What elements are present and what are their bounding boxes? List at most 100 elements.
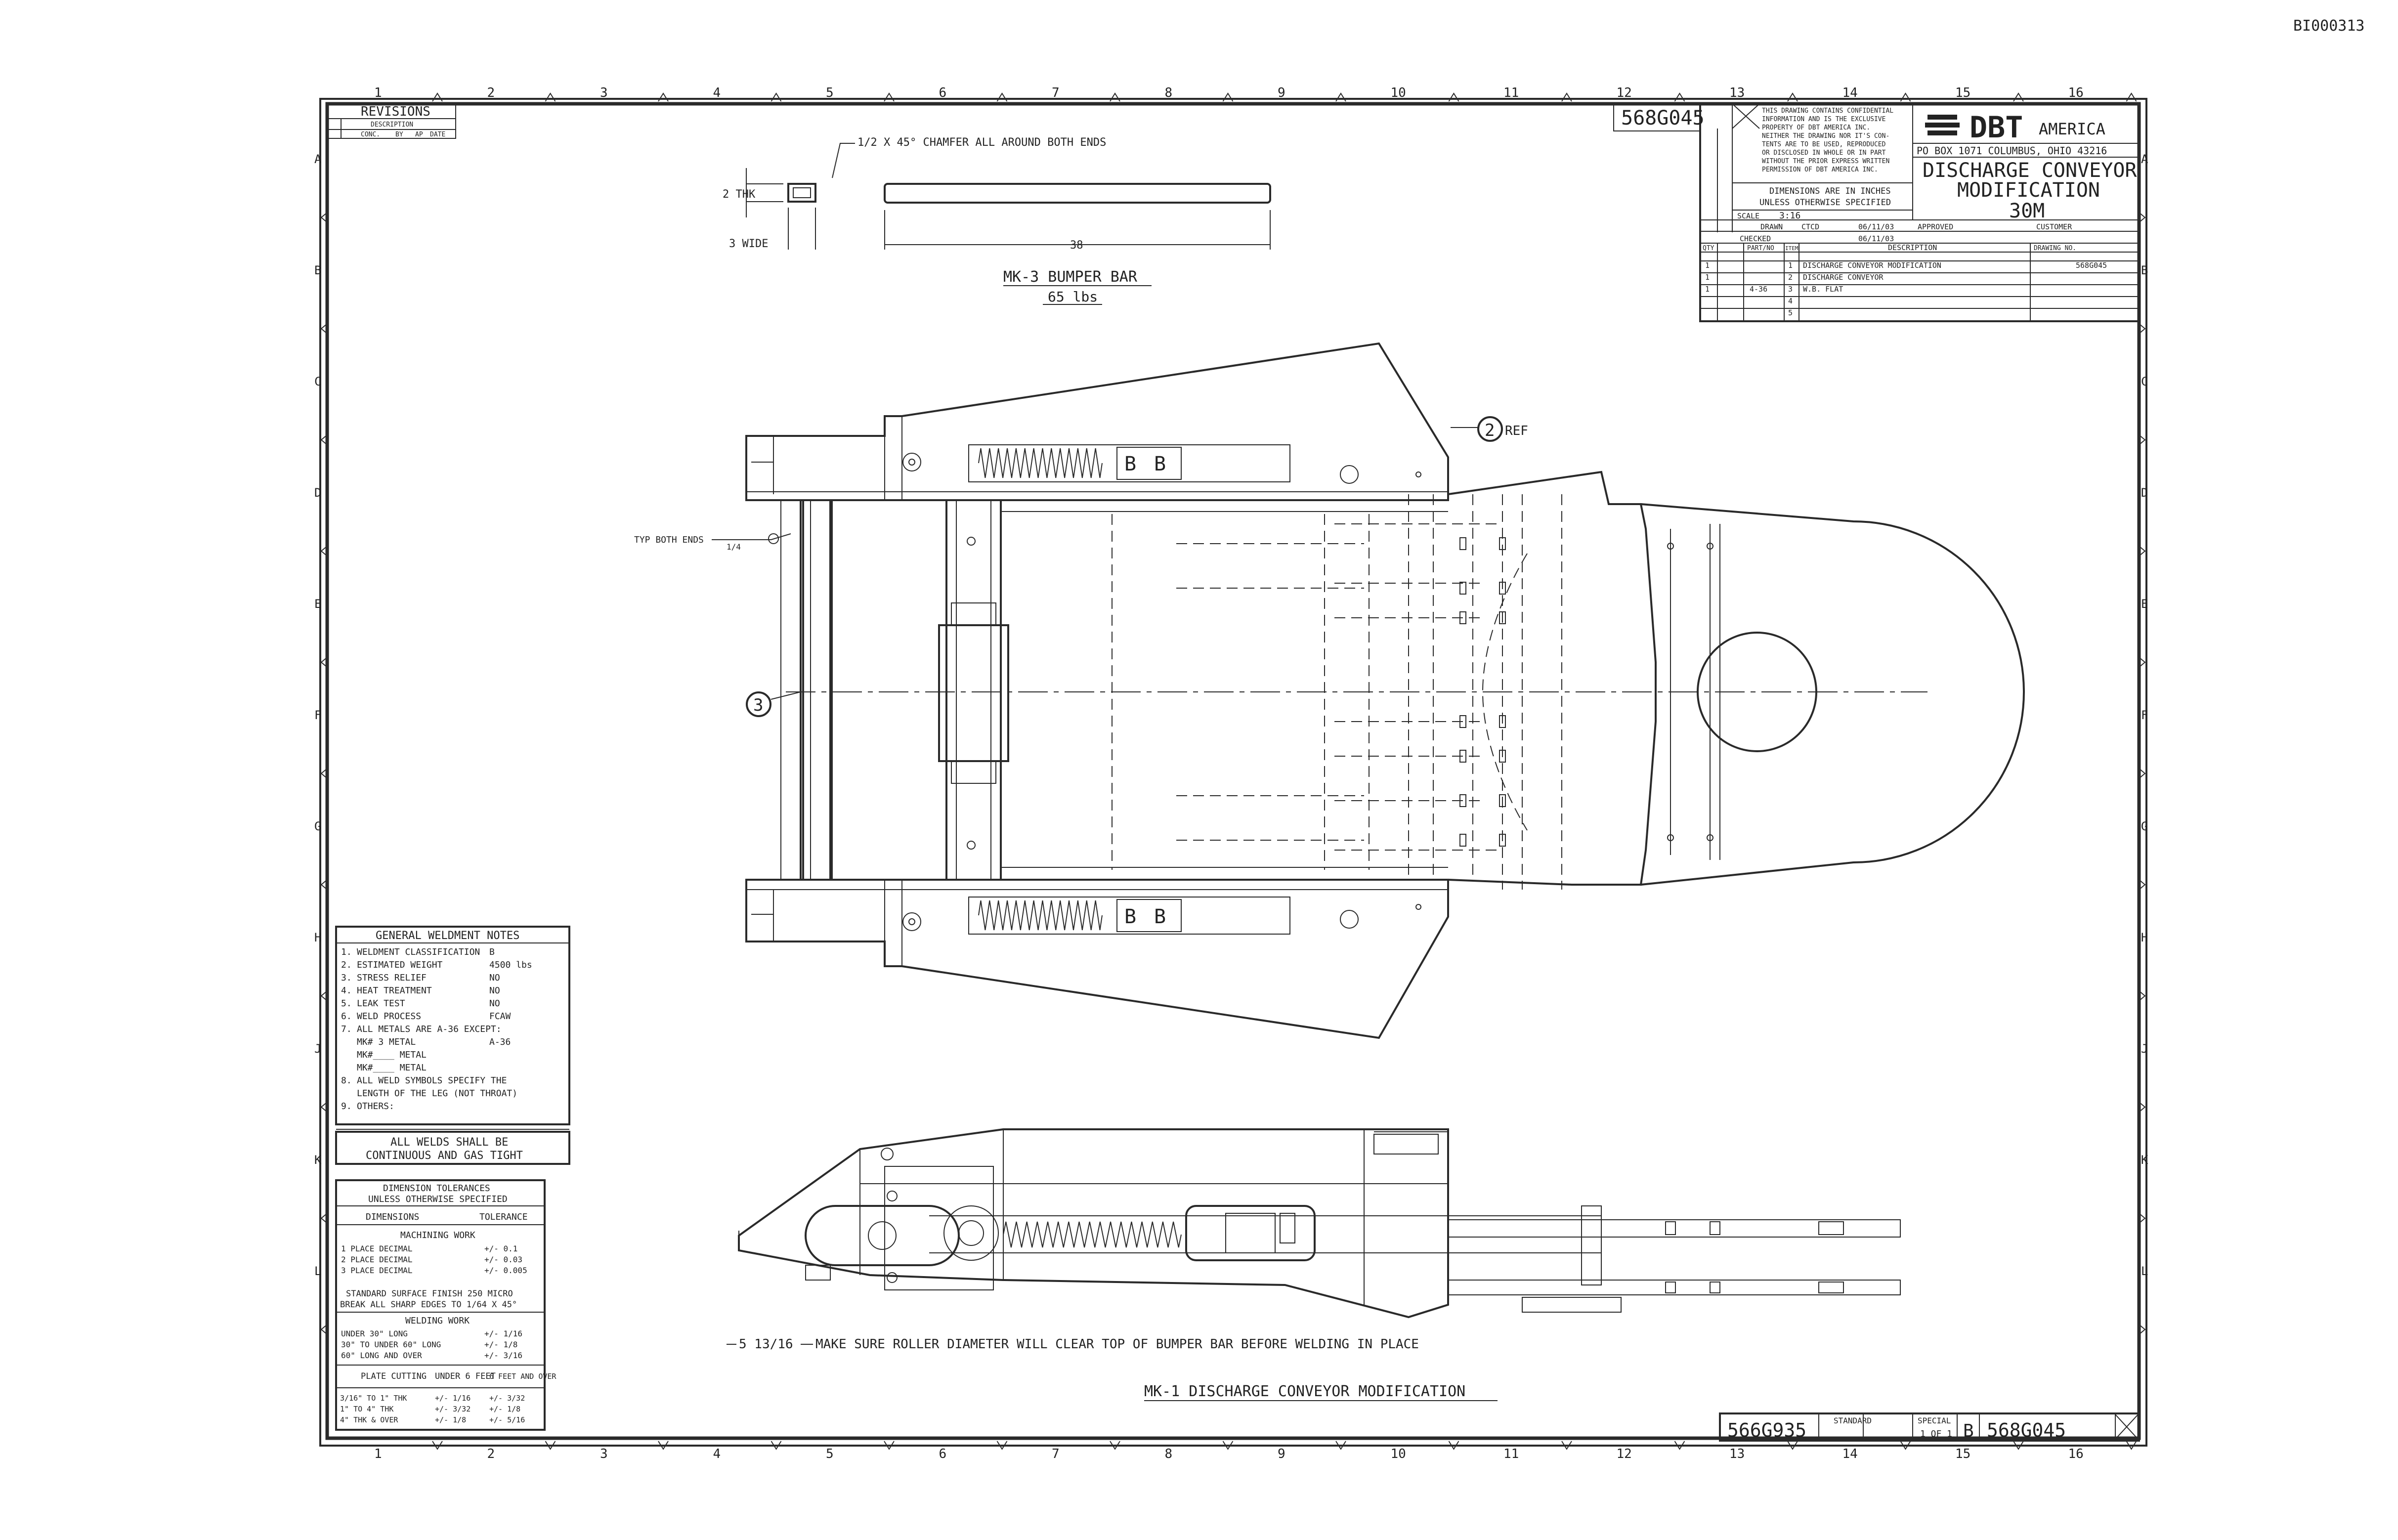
- bom-item: 1: [1788, 261, 1793, 270]
- zone-tick: [2013, 92, 2024, 102]
- bottom-sheet: 1 OF 1: [1920, 1429, 1952, 1439]
- bom-col-item: ITEM: [1785, 245, 1798, 252]
- weld-note-number: 9.: [341, 1101, 352, 1112]
- bom-item: 3: [1788, 285, 1793, 294]
- zone-col-label: 5: [826, 1447, 834, 1461]
- bottom-drawing-number: 568G045: [1987, 1419, 2066, 1441]
- zone-tick: [2139, 767, 2146, 780]
- weld-note-label: ALL METALS ARE A-36 EXCEPT:: [357, 1024, 502, 1034]
- spring-upper: [978, 448, 1103, 478]
- zone-row-label: D: [2141, 486, 2148, 500]
- zone-tick: [1110, 92, 1120, 102]
- bottom-standard: STANDARD: [1834, 1416, 1872, 1425]
- zone-col-label: 16: [2068, 1447, 2084, 1461]
- zone-tick: [1561, 92, 1572, 102]
- zone-tick: [1335, 92, 1346, 102]
- zone-tick: [320, 433, 328, 446]
- zone-col-label: 6: [939, 1447, 947, 1461]
- approved-label: APPROVED: [1918, 222, 1953, 231]
- weld-note-value: A-36: [489, 1037, 511, 1047]
- bottom-title-block: 566G935 STANDARD SPECIAL 1 OF 1 B 568G04…: [1719, 1412, 2140, 1442]
- zone-col-label: 11: [1503, 1447, 1519, 1461]
- bom-col-description: DESCRIPTION: [1888, 243, 1937, 252]
- tolerance-cell: +/- 0.1: [484, 1244, 517, 1253]
- zone-row-label: F: [314, 708, 321, 722]
- logo-text: DBT: [1970, 110, 2023, 145]
- document-id: BI000313: [2293, 17, 2365, 35]
- tolerance-col-tolerance: TOLERANCE: [479, 1212, 528, 1222]
- weld-note-number: 7.: [341, 1024, 352, 1034]
- zone-tick: [2139, 433, 2146, 446]
- weld-note-label: WELD PROCESS: [357, 1011, 421, 1022]
- weld-note-value: NO: [489, 973, 500, 983]
- zone-row-label: C: [314, 375, 321, 388]
- logo-subtext: AMERICA: [2039, 120, 2105, 138]
- weld-note-label: ESTIMATED WEIGHT: [357, 960, 443, 970]
- bom-col-part: PART/NO: [1747, 245, 1774, 252]
- zone-tick: [1448, 1441, 1459, 1450]
- zone-tick: [2139, 656, 2146, 669]
- bom-description: DISCHARGE CONVEYOR MODIFICATION: [1803, 261, 1941, 270]
- bottom-rev: B: [1963, 1421, 1974, 1441]
- zone-row-label: H: [2141, 931, 2148, 944]
- zone-tick: [1110, 1441, 1120, 1450]
- tolerance-cell: 30" TO UNDER 60" LONG: [341, 1340, 441, 1349]
- machining-title: MACHINING WORK: [400, 1230, 475, 1241]
- outer-border: [319, 98, 2147, 1447]
- zone-row-label: C: [2141, 375, 2148, 388]
- tolerance-cell: UNDER 30" LONG: [341, 1329, 408, 1338]
- bom-col-qty: QTY: [1703, 245, 1714, 252]
- zone-col-label: 7: [1052, 86, 1060, 100]
- zone-col-label: 14: [1842, 86, 1858, 100]
- zone-col-label: 6: [939, 86, 947, 100]
- zone-tick: [884, 1441, 895, 1450]
- zone-tick: [1674, 92, 1685, 102]
- proprietary-line: INFORMATION AND IS THE EXCLUSIVE: [1762, 116, 1885, 123]
- zone-tick: [996, 1441, 1008, 1450]
- zone-col-label: 15: [1955, 86, 1970, 100]
- zone-col-label: 1: [374, 1447, 382, 1461]
- zone-col-label: 3: [600, 1447, 608, 1461]
- ctcd-label: CTCD: [1801, 222, 1819, 231]
- weld-note-label: LENGTH OF THE LEG (NOT THROAT): [357, 1088, 517, 1099]
- zone-col-label: 9: [1278, 86, 1285, 100]
- zone-tick: [320, 989, 328, 1002]
- weld-note-label: MK#____ METAL: [357, 1050, 427, 1060]
- zone-col-label: 4: [713, 86, 721, 100]
- title-line-3: 30M: [2009, 200, 2045, 222]
- weld-note-number: 5.: [341, 998, 352, 1009]
- tolerance-cell: +/- 3/16: [484, 1351, 522, 1360]
- bolt-marker: [1499, 794, 1506, 807]
- bottom-ref-number: 566G935: [1727, 1419, 1806, 1441]
- bolt-marker: [1459, 715, 1466, 728]
- zone-row-label: K: [314, 1153, 322, 1167]
- weld-note-number: 8.: [341, 1075, 352, 1086]
- zone-tick: [1787, 1441, 1798, 1450]
- zone-tick: [2139, 1323, 2146, 1336]
- zone-tick: [2126, 1441, 2137, 1450]
- zone-tick: [432, 1441, 443, 1450]
- bom-drawing: 568G045: [2076, 261, 2107, 270]
- weld-note-value: NO: [489, 998, 500, 1009]
- width-dim: 3 WIDE: [729, 238, 768, 250]
- zone-tick: [320, 878, 328, 891]
- zone-row-label: K: [2141, 1153, 2148, 1167]
- ref-callout-circle: [1477, 416, 1503, 442]
- zone-tick: [884, 92, 895, 102]
- weld-note-number: 1.: [341, 947, 352, 957]
- bolt-marker: [1499, 537, 1506, 550]
- bom-description: W.B. FLAT: [1803, 285, 1843, 294]
- zone-tick: [2139, 1101, 2146, 1113]
- zone-tick: [320, 1323, 328, 1336]
- zone-tick: [658, 1441, 669, 1450]
- revisions-header: REVISIONS: [361, 104, 430, 119]
- tolerance-cell: 60" LONG AND OVER: [341, 1351, 422, 1360]
- svg-text:B: B: [1124, 453, 1136, 475]
- weld-note-label: MK# 3 METAL: [357, 1037, 416, 1047]
- title-line-1: DISCHARGE CONVEYOR: [1923, 159, 2137, 182]
